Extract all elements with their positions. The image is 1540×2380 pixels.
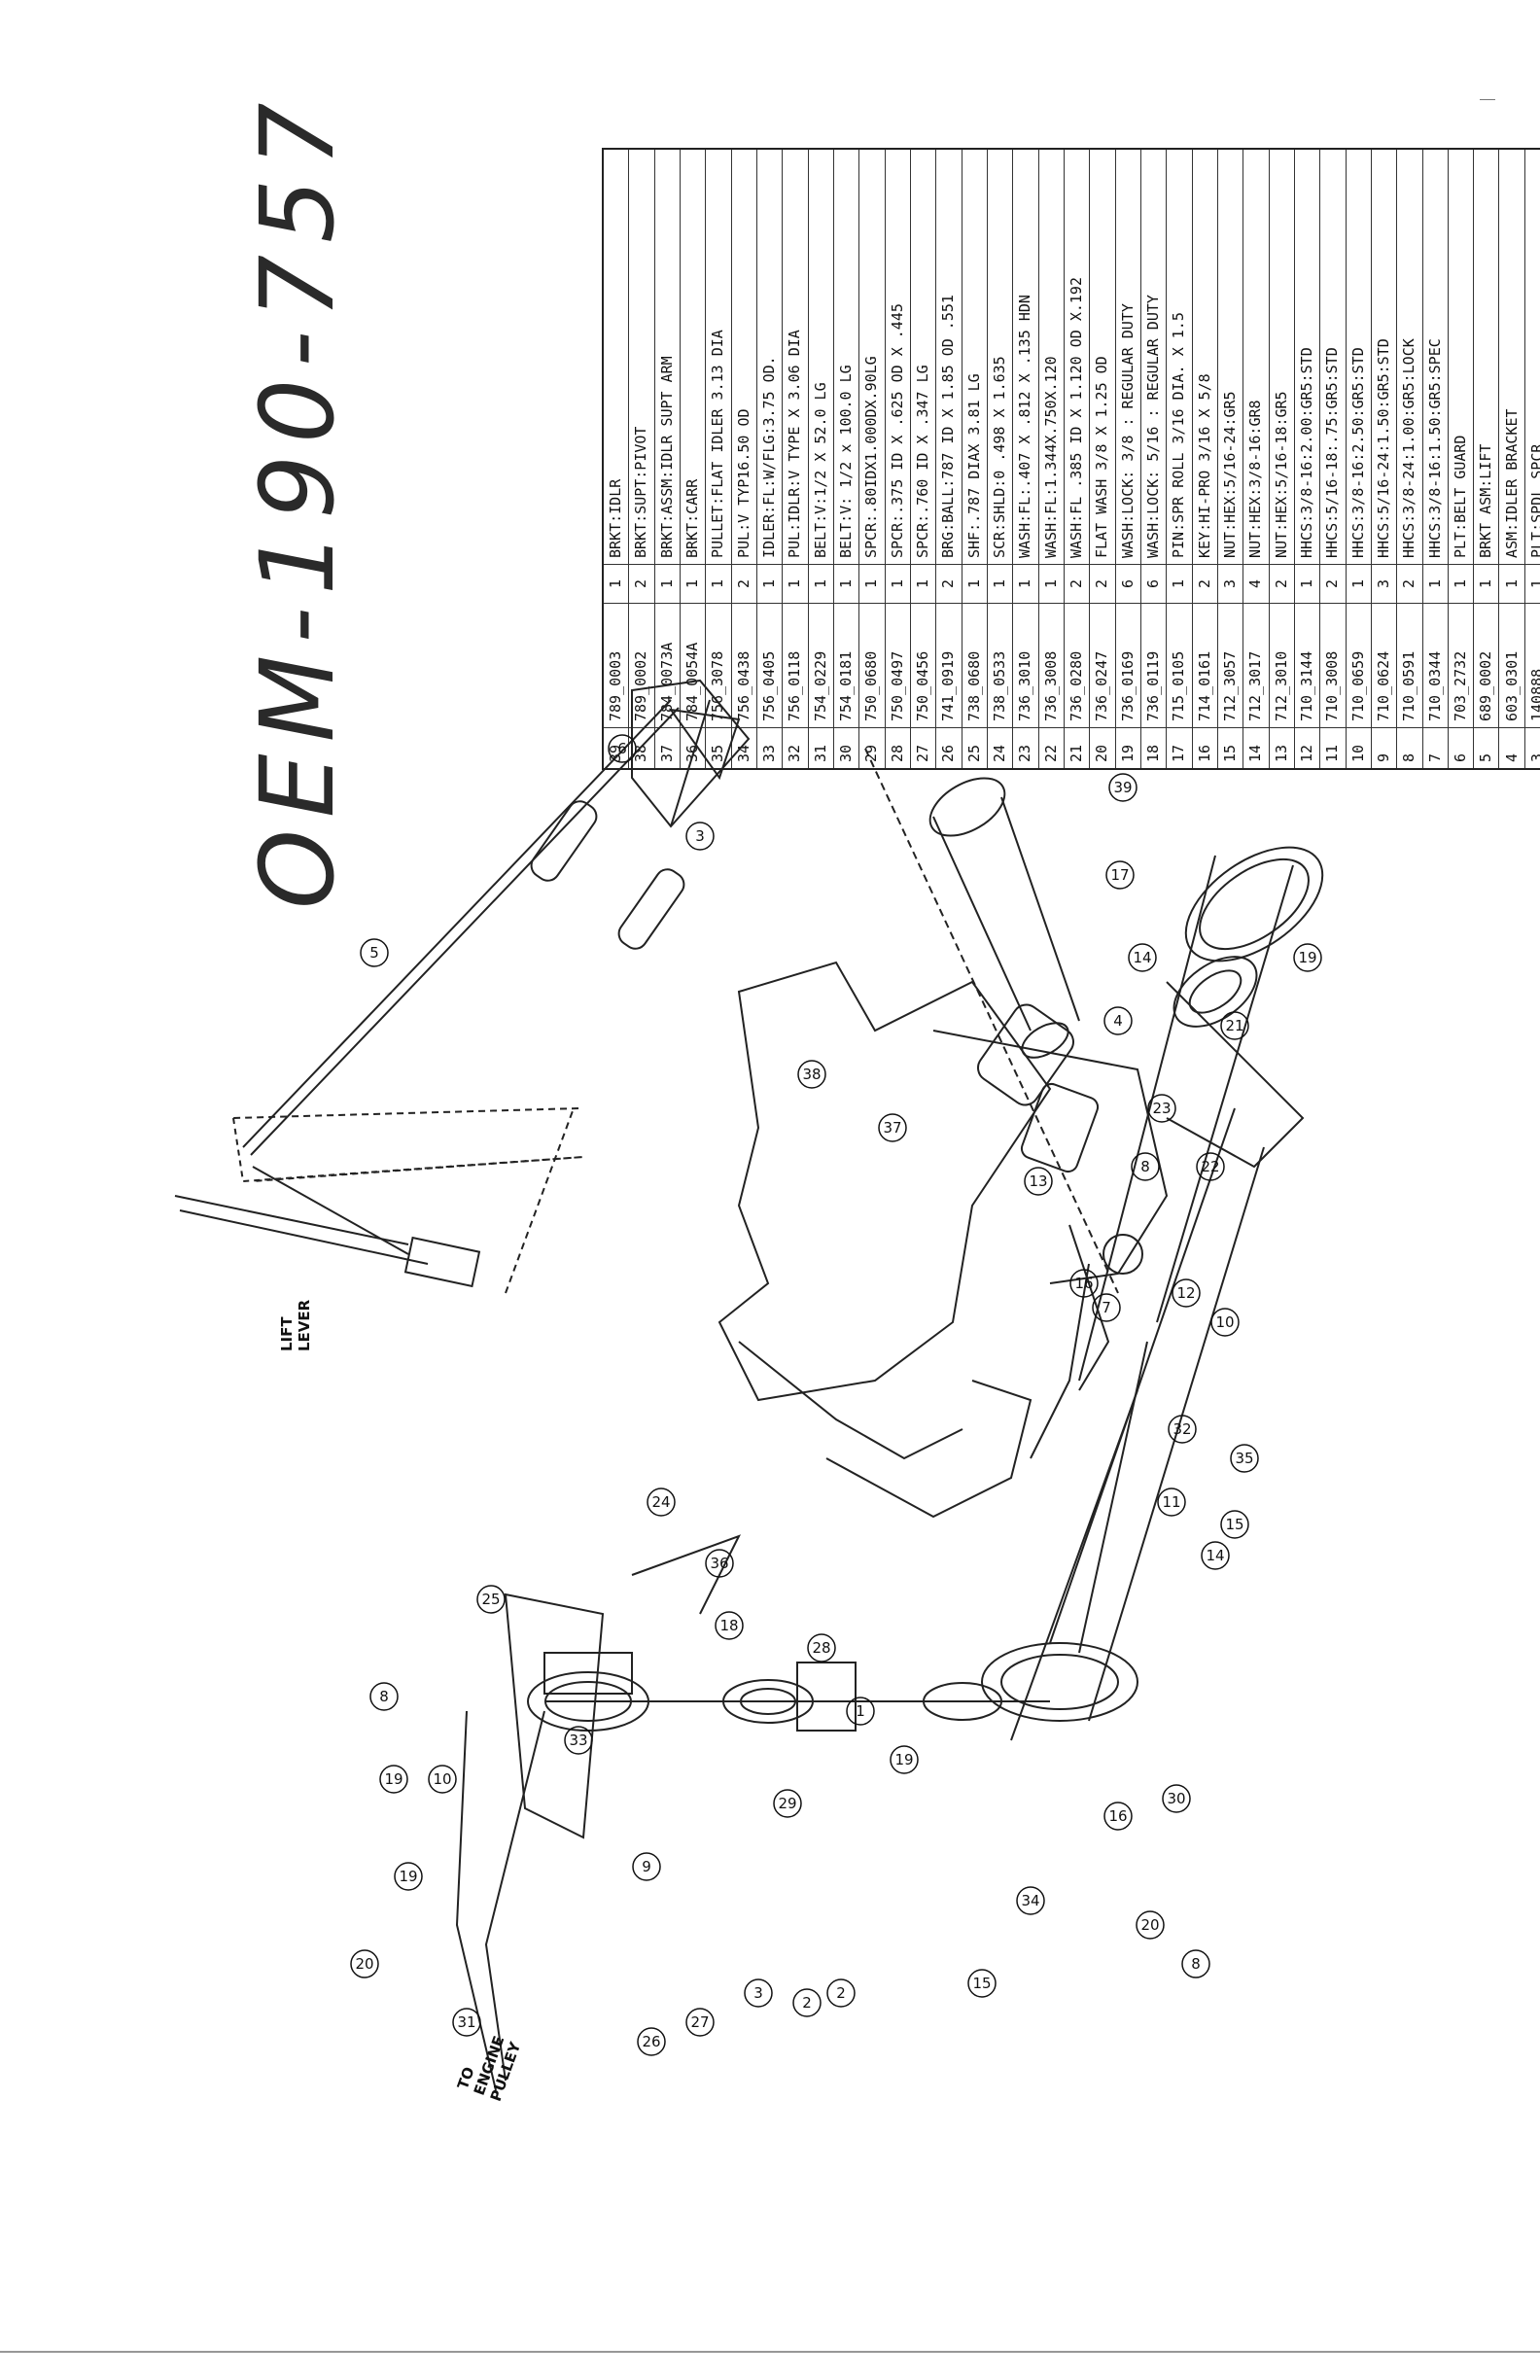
callout-number: 14 [1133,949,1151,966]
callout-number: 36 [710,1555,728,1572]
callout-number: 29 [778,1795,796,1812]
callout-number: 21 [1225,1017,1243,1034]
scan-bottom-rule [0,2351,1540,2353]
callout-number: 32 [1172,1420,1191,1438]
callout-number: 2 [802,1994,812,2012]
callout-number: 13 [1029,1172,1047,1190]
engine-pulley-label: TO ENGINE PULLEY [454,2034,525,2104]
callout-number: 10 [1215,1313,1234,1331]
callout-number: 18 [719,1617,738,1634]
callout-number: 35 [1235,1450,1253,1467]
callout-number: 3 [695,827,705,845]
callout-number: 28 [812,1639,830,1657]
callout-number: 37 [883,1119,901,1137]
lift-lever-label-line: LEVER [296,1299,313,1351]
carrier-bracket-assembly [718,777,1169,1519]
lift-lever-label-line: LIFT [278,1316,296,1351]
callout-number: 9 [642,1858,651,1875]
callout-number: 19 [894,1751,913,1768]
callout-number: 11 [1162,1493,1180,1511]
callout-number: 3 [753,1984,763,2002]
callout-number: 8 [1140,1158,1150,1175]
lift-rod-assembly [174,679,1119,1294]
callout-number: 17 [1110,866,1129,884]
callout-number: 16 [1074,1275,1093,1292]
callout-number: 27 [690,2013,709,2031]
callout-number: 4 [1113,1012,1123,1030]
callout-number: 12 [1176,1284,1195,1302]
idler-pulley-group [1078,846,1324,1382]
callout-number: 38 [802,1066,821,1083]
callout-number: 19 [384,1770,402,1788]
callout-number: 2 [836,1984,846,2002]
callout-number: 22 [1201,1158,1219,1175]
callout-number: 19 [1298,949,1316,966]
callout-number: 20 [1140,1916,1159,1934]
callout-number: 30 [1167,1790,1185,1807]
callout-number: 20 [355,1955,373,1973]
callout-number: 23 [1152,1100,1171,1117]
callout-number: 15 [1225,1516,1243,1533]
callout-number: 39 [1113,779,1132,796]
callout-number: 25 [481,1591,500,1608]
callout-number: 33 [569,1732,587,1749]
callout-number: 15 [972,1975,991,1992]
callout-number: 19 [399,1868,417,1885]
callout-number: 7 [1102,1299,1111,1316]
lift-lever-label: LIFT LEVER [278,1299,313,1351]
callout-number: 31 [457,2013,475,2031]
margin-tick [1480,99,1495,100]
callout-number: 16 [1108,1807,1127,1825]
callout-number: 6 [617,740,627,757]
drive-belts [1010,1107,1265,1741]
callout-number: 34 [1021,1892,1039,1909]
callout-bubbles: 5 6 3 39 17 14 19 4 21 22 23 8 10 12 7 3… [350,734,1322,2056]
callout-number: 10 [433,1770,451,1788]
callout-number: 14 [1206,1547,1224,1564]
spindle-assembly [455,1534,1138,2091]
callout-number: 24 [651,1493,670,1511]
callout-number: 8 [1191,1955,1201,1973]
callout-number: 5 [369,944,379,962]
callout-number: 1 [856,1702,865,1720]
callout-number: 26 [642,2033,660,2050]
callout-number: 8 [379,1688,389,1705]
